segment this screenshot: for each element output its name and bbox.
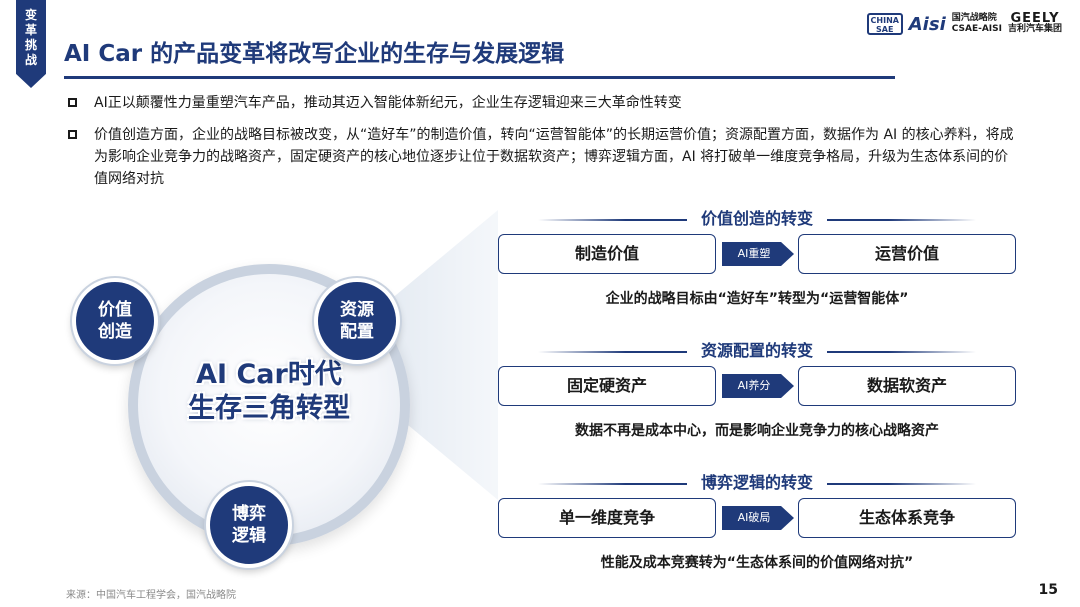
title-underline (64, 76, 895, 79)
to-box: 数据软资产 (798, 366, 1016, 406)
page-number: 15 (1038, 582, 1058, 598)
sae-logo-bottom: SAE (876, 25, 894, 34)
section-resource-allocation: 资源配置的转变 固定硬资产 AI养分 数据软资产 数据不再是成本中心，而是影响企… (498, 340, 1016, 440)
to-box: 生态体系竞争 (798, 498, 1016, 538)
transition-row: 单一维度竞争 AI破局 生态体系竞争 (498, 498, 1016, 540)
section-title: 价值创造的转变 (498, 208, 1016, 230)
transition-row: 制造价值 AI重塑 运营价值 (498, 234, 1016, 276)
section-title-text: 价值创造的转变 (686, 209, 827, 228)
from-box: 单一维度竞争 (498, 498, 716, 538)
node-label: 博弈 (232, 504, 266, 524)
csae-aisi-logo: 国汽战略院 CSAE-AISI (952, 13, 1002, 35)
bullet-text: 价值创造方面，企业的战略目标被改变，从“造好车”的制造价值，转向“运营智能体”的… (94, 127, 1014, 187)
bullet-text: AI正以颠覆性力量重塑汽车产品，推动其迈入智能体新纪元，企业生存逻辑迎来三大革命… (94, 95, 682, 111)
aisi-logo: Aisi (908, 13, 946, 35)
section-title: 资源配置的转变 (498, 340, 1016, 362)
arrow-right-icon: AI破局 (722, 506, 794, 530)
node-value-creation: 价值 创造 (72, 278, 158, 364)
node-label: 资源 (340, 300, 374, 320)
transition-row: 固定硬资产 AI养分 数据软资产 (498, 366, 1016, 408)
geely-logo-cn: 吉利汽车集团 (1007, 24, 1062, 34)
page-title: AI Car 的产品变革将改写企业的生存与发展逻辑 (64, 41, 565, 67)
node-label: 逻辑 (232, 526, 266, 546)
node-resource-allocation: 资源 配置 (314, 278, 400, 364)
section-tab-char: 革 (24, 23, 37, 37)
arrow-right-icon: AI重塑 (722, 242, 794, 266)
triangle-diagram: AI Car时代 生存三角转型 价值 创造 资源 配置 博弈 逻辑 (56, 230, 456, 570)
to-box: 运营价值 (798, 234, 1016, 274)
section-tab-char: 挑 (24, 38, 37, 52)
section-game-logic: 博弈逻辑的转变 单一维度竞争 AI破局 生态体系竞争 性能及成本竞赛转为“生态体… (498, 472, 1016, 572)
center-label-line2: 生存三角转型 (188, 393, 350, 424)
section-tab-char: 战 (24, 53, 37, 67)
csae-logo-en: CSAE-AISI (951, 24, 1002, 34)
center-label-line1: AI Car时代 (196, 359, 342, 390)
section-title: 博弈逻辑的转变 (498, 472, 1016, 494)
node-label: 配置 (340, 322, 374, 342)
from-box: 固定硬资产 (498, 366, 716, 406)
arrow-right-icon: AI养分 (722, 374, 794, 398)
bullet-square-icon (68, 98, 77, 107)
sae-logo-top: CHINA (870, 16, 899, 25)
geely-logo-en: GEELY (1010, 11, 1060, 26)
section-description: 数据不再是成本中心，而是影响企业竞争力的核心战略资产 (575, 423, 939, 439)
node-game-logic: 博弈 逻辑 (206, 482, 292, 568)
bullet-square-icon (68, 130, 77, 139)
section-title-text: 博弈逻辑的转变 (686, 473, 827, 492)
logo-group: CHINA SAE Aisi 国汽战略院 CSAE-AISI GEELY 吉利汽… (866, 10, 1062, 38)
bullet-item: 价值创造方面，企业的战略目标被改变，从“造好车”的制造价值，转向“运营智能体”的… (68, 124, 1018, 190)
from-box: 制造价值 (498, 234, 716, 274)
bullet-item: AI正以颠覆性力量重塑汽车产品，推动其迈入智能体新纪元，企业生存逻辑迎来三大革命… (68, 92, 1028, 114)
section-description: 企业的战略目标由“造好车”转型为“运营智能体” (605, 291, 909, 307)
section-value-creation: 价值创造的转变 制造价值 AI重塑 运营价值 企业的战略目标由“造好车”转型为“… (498, 208, 1016, 308)
csae-logo-cn: 国汽战略院 (951, 13, 997, 23)
node-label: 价值 (98, 300, 132, 320)
source-note: 来源：中国汽车工程学会，国汽战略院 (66, 590, 236, 601)
section-tab-char: 变 (24, 8, 37, 22)
section-title-text: 资源配置的转变 (686, 341, 827, 360)
node-label: 创造 (98, 322, 132, 342)
section-tab: 变 革 挑 战 (16, 0, 46, 88)
geely-logo: GEELY 吉利汽车集团 (1007, 11, 1062, 35)
section-description: 性能及成本竞赛转为“生态体系间的价值网络对抗” (600, 555, 914, 571)
china-sae-logo: CHINA SAE (866, 13, 903, 35)
center-label: AI Car时代 生存三角转型 (128, 358, 410, 426)
